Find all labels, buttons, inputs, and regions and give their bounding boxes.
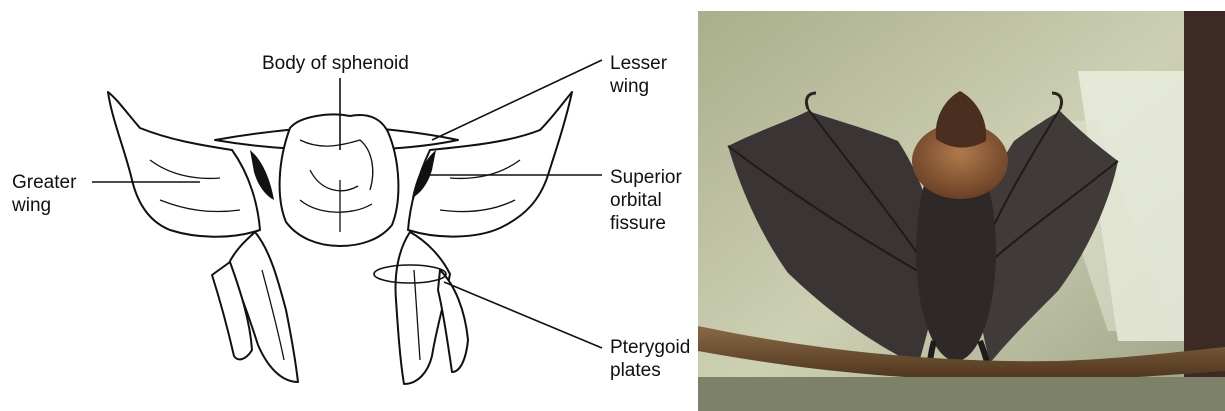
label-superior-orbital-fissure: Superior orbital fissure	[610, 166, 682, 235]
greater-wing-left	[108, 92, 260, 237]
label-greater-wing-line-1: Greater	[12, 171, 76, 194]
label-pterygoid-plates: Pterygoid plates	[610, 336, 690, 382]
label-sof-line-1: Superior	[610, 166, 682, 189]
label-greater-wing-line-2: wing	[12, 194, 76, 217]
label-pterygoid-line-1: Pterygoid	[610, 336, 690, 359]
label-lesser-wing-line-2: wing	[610, 75, 667, 98]
label-sof-line-3: fissure	[610, 212, 682, 235]
floor-strip	[698, 377, 1225, 411]
label-pterygoid-line-2: plates	[610, 359, 690, 382]
sphenoid-body	[280, 115, 399, 247]
label-greater-wing: Greater wing	[12, 171, 76, 217]
label-lesser-wing-line-1: Lesser	[610, 52, 667, 75]
label-body-of-sphenoid: Body of sphenoid	[262, 52, 409, 75]
bat-photo	[698, 11, 1225, 411]
label-lesser-wing: Lesser wing	[610, 52, 667, 98]
label-sof-line-2: orbital	[610, 189, 682, 212]
leader-line-lesser-wing	[432, 60, 602, 140]
label-body-of-sphenoid-text: Body of sphenoid	[262, 52, 409, 75]
